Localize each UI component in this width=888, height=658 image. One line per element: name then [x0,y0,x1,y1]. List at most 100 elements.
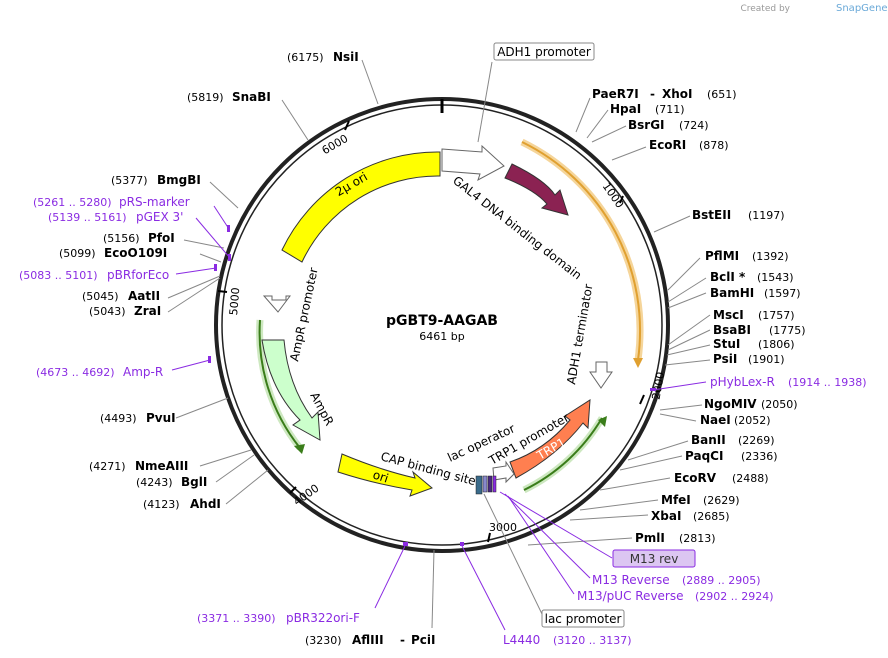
enzyme-banii-pos: (2269) [738,434,775,447]
enzyme-bcli-pos: (1543) [757,271,794,284]
enzyme-ahdi: AhdI [190,497,221,511]
adh1-promoter-box [493,42,595,61]
enzyme-ngomiv-pos: (2050) [761,398,798,411]
lac-promoter-label: lac promoter [545,612,622,626]
trp1-region-arc-line [523,417,603,491]
enzyme-mfei: MfeI [661,493,691,507]
enzyme-snabi: SnaBI [232,90,271,104]
ruler-tick [217,290,228,293]
primer-m13-reverse: M13 Reverse [592,573,670,587]
enzyme-bcli: BclI * [710,270,746,284]
enzyme-bsabi-pos: (1775) [769,324,806,337]
enzyme-pflmi: PflMI [705,249,739,263]
ruler-tick [619,195,624,204]
enzyme-bgli-pos: (4243) [136,476,173,489]
gal4-region-arc-line [521,141,641,361]
lac-promoter-box [541,609,625,628]
ori-feature [337,453,433,497]
ampr-promoter-label: AmpR promoter [287,266,321,362]
primer-pgex3-pos: (5139 .. 5161) [48,211,127,224]
primer-m13-puc-reverse: M13/pUC Reverse [577,589,684,603]
plasmid-name: pGBT9-AAGAB [386,313,498,329]
trp1-region-arrowhead [598,416,607,427]
primer-pbrforeco: pBRforEco [107,268,169,282]
enzyme-psii-pos: (1901) [748,353,785,366]
primer-l4440-pos: (3120 .. 3137) [553,634,632,647]
enzyme-ecori: EcoRI [649,138,686,152]
enzyme-zrai: ZraI [134,304,161,318]
enzyme-pcii: PciI [411,633,436,647]
adh1-terminator-label: ADH1 terminator [564,283,595,386]
enzyme-paer7i: PaeR7I [592,87,639,101]
lac-promoter-feature [482,475,488,493]
adh1-terminator-feature [589,361,613,389]
lac-operator-feature [487,475,493,493]
enzyme-naei: NaeI [700,413,731,427]
m13-rev-marker [492,475,497,493]
enzyme-ecori-pos: (878) [699,139,729,152]
ampr-region-arrowhead [294,444,305,454]
ruler-6000: 6000 [320,132,351,157]
ruler-5000: 5000 [227,287,242,316]
two-micron-ori-feature [281,151,441,263]
enzyme-bsteii: BstEII [692,208,731,222]
enzyme-bamhi: BamHI [710,286,754,300]
enzyme-pvui: PvuI [146,411,176,425]
primer-m13-reverse-pos: (2889 .. 2905) [682,574,761,587]
enzyme-aatii-pos: (5045) [82,290,119,303]
enzyme-naei-pos: (2052) [734,414,771,427]
primer-m13-rev-box [612,549,696,568]
primer-pbrforeco-pos: (5083 .. 5101) [19,269,98,282]
ruler-3000: 3000 [489,521,517,534]
enzyme-msci-pos: (1757) [758,309,795,322]
enzyme-aatii: AatII [128,289,160,303]
enzyme-ecoo109i-pos: (5099) [59,247,96,260]
enzyme-zrai-pos: (5043) [89,305,126,318]
enzyme-pvui-pos: (4493) [100,412,137,425]
primer-m13-rev: M13 rev [630,552,679,566]
enzyme-bamhi-pos: (1597) [764,287,801,300]
enzyme-bsrgi: BsrGI [628,118,665,132]
enzyme-xhoi: XhoI [662,87,693,101]
enzyme-bmgbi: BmgBI [157,173,201,187]
ruler-1000: 1000 [600,180,627,210]
primer-amp-r-pos: (4673 .. 4692) [36,366,115,379]
enzyme-ecorv: EcoRV [674,471,717,485]
adh1-promoter-feature [441,144,505,182]
enzyme-bsteii-pos: (1197) [748,209,785,222]
primer-prs-marker: pRS-marker [119,195,190,209]
enzyme-nmeaiii-pos: (4271) [89,460,126,473]
trp1-feature [509,399,591,479]
enzyme-xbai: XbaI [651,509,681,523]
enzyme-mfei-pos: (2629) [703,494,740,507]
enzyme-pmli-pos: (2813) [679,532,716,545]
snapgene-brand: SnapGene [836,3,888,14]
enzyme-paqci-pos: (2336) [741,450,778,463]
primer-amp-r: Amp-R [123,365,163,379]
enzyme-bmgbi-pos: (5377) [111,174,148,187]
gal4-dbd-feature [504,163,569,216]
enzyme-xhoi-pos: (651) [707,88,737,101]
enzymes-left: (6175) NsiI (5819) SnaBI (5377) BmgBI (5… [59,50,436,647]
enzyme-nsii-pos: (6175) [287,51,324,64]
leader-line [477,61,493,143]
enzyme-ecoo109i: EcoO109I [104,246,167,260]
enzyme-xhoi-sep: - [650,87,655,101]
primer-pbr322ori-f-pos: (3371 .. 3390) [197,612,276,625]
ampr-feature [261,339,321,441]
ruler-tick [344,120,350,131]
enzyme-hpai-pos: (711) [655,103,685,116]
enzyme-paqci: PaqCI [685,449,723,463]
enzyme-ahdi-pos: (4123) [143,498,180,511]
gal4-region-arrowhead [633,358,643,368]
enzyme-hpai: HpaI [610,102,641,116]
enzyme-afliii-pos: (3230) [305,634,342,647]
enzyme-nsii: NsiI [333,50,359,64]
enzyme-xbai-pos: (2685) [693,510,730,523]
primer-phyblex-r: pHybLex-R [710,375,775,389]
ampr-promoter-feature [262,295,291,313]
enzyme-psii: PsiI [713,352,737,366]
adh1-promoter-label: ADH1 promoter [497,45,591,59]
ampr-region-arc-line [258,319,301,449]
primer-l4440: L4440 [503,633,540,647]
